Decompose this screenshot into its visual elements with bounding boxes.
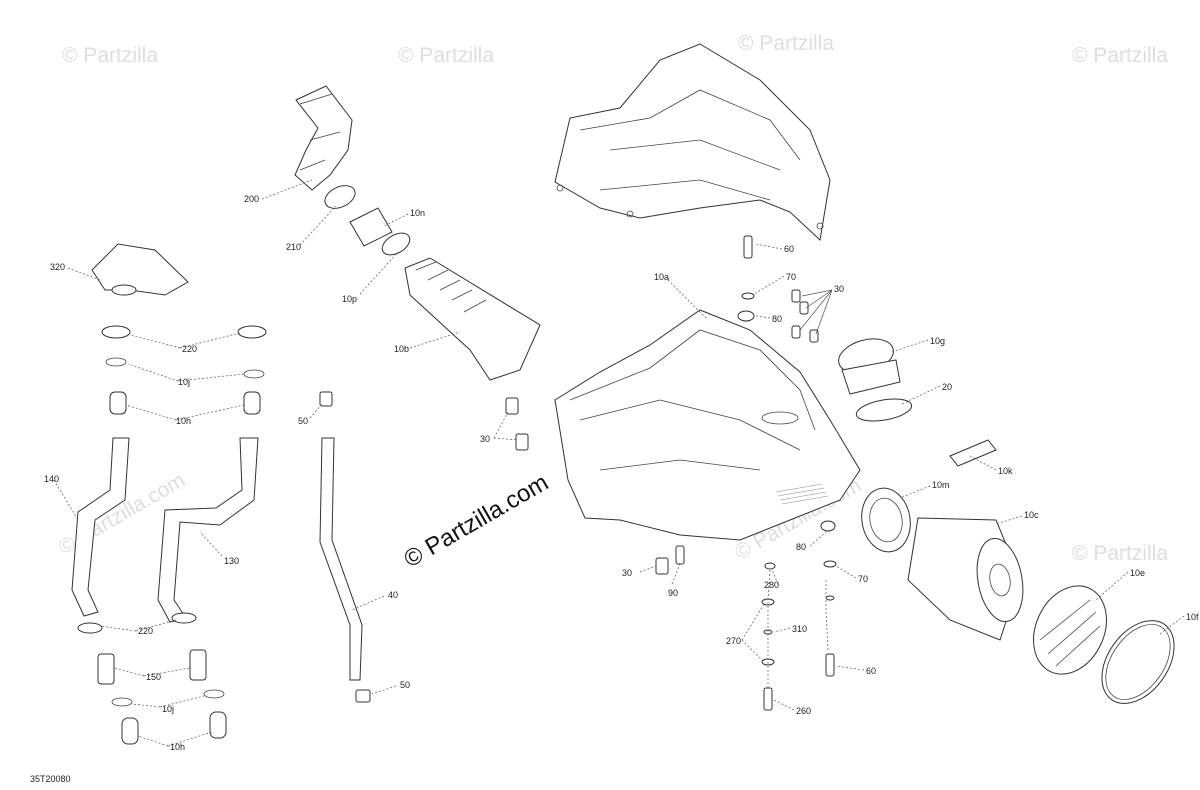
washer-70-upper bbox=[741, 292, 755, 300]
coupler-10n bbox=[349, 207, 411, 256]
callout-label[interactable]: 60 bbox=[866, 666, 876, 676]
clamp-220-upper-left bbox=[101, 325, 131, 339]
callout-label[interactable]: 10h bbox=[170, 742, 185, 752]
callout-label[interactable]: 70 bbox=[858, 574, 868, 584]
callout-label[interactable]: 20 bbox=[942, 382, 952, 392]
watermark: © Partzilla bbox=[738, 32, 834, 55]
callout-label[interactable]: 40 bbox=[388, 590, 398, 600]
heat-shield-320 bbox=[91, 243, 189, 296]
watermark: © Partzilla bbox=[398, 44, 494, 67]
callout-label[interactable]: 10b bbox=[394, 344, 409, 354]
cap-10h-lower bbox=[121, 711, 227, 745]
callout-label[interactable]: 30 bbox=[834, 284, 844, 294]
callout-label[interactable]: 80 bbox=[772, 314, 782, 324]
clamp-220-lower bbox=[77, 612, 197, 634]
callout-label[interactable]: 220 bbox=[182, 344, 197, 354]
clip-30-center bbox=[505, 397, 529, 451]
bolt-260 bbox=[763, 687, 773, 711]
callout-label[interactable]: 70 bbox=[786, 272, 796, 282]
callout-label[interactable]: 60 bbox=[784, 244, 794, 254]
callout-label[interactable]: 10p bbox=[342, 294, 357, 304]
callout-label[interactable]: 10k bbox=[998, 466, 1013, 476]
grommet-80-lower bbox=[820, 520, 836, 532]
callout-label[interactable]: 10h bbox=[176, 416, 191, 426]
callout-label[interactable]: 50 bbox=[400, 680, 410, 690]
hose-130 bbox=[157, 437, 259, 623]
callout-label[interactable]: 10f bbox=[1186, 612, 1199, 622]
callout-label[interactable]: 270 bbox=[726, 636, 741, 646]
clip-50-upper bbox=[319, 391, 333, 407]
clip-30-lower bbox=[655, 557, 669, 575]
connector-150 bbox=[97, 649, 207, 685]
bolt-60-upper bbox=[743, 235, 753, 259]
bolt-60-lower bbox=[825, 653, 835, 677]
callout-label[interactable]: 140 bbox=[44, 474, 59, 484]
grommet-80-upper bbox=[737, 310, 755, 322]
coupler-10g bbox=[838, 338, 901, 395]
callout-label[interactable]: 310 bbox=[792, 624, 807, 634]
label-sticker-10k bbox=[949, 439, 997, 467]
airbox-cover bbox=[554, 43, 831, 242]
spacer-280 bbox=[764, 562, 776, 570]
airbox-lower-10a bbox=[554, 309, 861, 541]
callout-label[interactable]: 130 bbox=[224, 556, 239, 566]
callout-label[interactable]: 260 bbox=[796, 706, 811, 716]
callout-label[interactable]: 210 bbox=[286, 242, 301, 252]
callout-label[interactable]: 10e bbox=[1130, 568, 1145, 578]
spring-clip-10j-lower bbox=[111, 689, 225, 707]
hose-40 bbox=[319, 437, 363, 681]
callout-label[interactable]: 10c bbox=[1024, 510, 1039, 520]
cap-10h-upper bbox=[109, 391, 261, 415]
callout-label[interactable]: 200 bbox=[244, 194, 259, 204]
washer-70-lower bbox=[823, 560, 837, 568]
callout-label[interactable]: 80 bbox=[796, 542, 806, 552]
clamp-210 bbox=[324, 185, 356, 209]
watermark: © Partzilla bbox=[62, 44, 158, 67]
watermark: © Partzilla bbox=[1072, 542, 1168, 565]
leader-lines bbox=[53, 179, 1185, 747]
callout-label[interactable]: 30 bbox=[622, 568, 632, 578]
intake-duct-200 bbox=[294, 85, 353, 191]
callout-label[interactable]: 10j bbox=[162, 704, 174, 714]
callout-label[interactable]: 50 bbox=[298, 416, 308, 426]
callout-label[interactable]: 10a bbox=[654, 272, 669, 282]
screw-90 bbox=[675, 545, 685, 565]
clamp-20 bbox=[855, 398, 913, 422]
air-filter-10c bbox=[907, 517, 1024, 641]
clips-30-upper bbox=[791, 289, 819, 343]
intake-hose-10b bbox=[404, 257, 541, 381]
callout-label[interactable]: 10g bbox=[930, 336, 945, 346]
callout-label[interactable]: 30 bbox=[480, 434, 490, 444]
diagram-id: 35T20080 bbox=[30, 774, 71, 784]
hose-140 bbox=[71, 437, 130, 617]
watermark: © Partzilla bbox=[1072, 44, 1168, 67]
callout-label[interactable]: 10n bbox=[410, 208, 425, 218]
callout-label[interactable]: 90 bbox=[668, 588, 678, 598]
callout-label[interactable]: 320 bbox=[50, 262, 65, 272]
callout-label[interactable]: 10j bbox=[178, 377, 190, 387]
gasket-10f bbox=[1101, 620, 1175, 704]
filter-seal-10m bbox=[861, 487, 911, 553]
callout-label[interactable]: 280 bbox=[764, 580, 779, 590]
clip-50-lower bbox=[355, 689, 371, 703]
callout-label[interactable]: 220 bbox=[138, 626, 153, 636]
filter-cover-10e bbox=[1033, 585, 1107, 675]
watermark-main: © Partzilla.com bbox=[400, 469, 554, 573]
callout-label[interactable]: 150 bbox=[146, 672, 161, 682]
spring-clip-10j-upper bbox=[105, 357, 265, 379]
clamp-220-upper-right bbox=[237, 325, 267, 339]
callout-label[interactable]: 10m bbox=[932, 480, 950, 490]
callout-labels: 200 210 10n 10p 10b 320 220 10j 10h 140 … bbox=[44, 194, 1199, 752]
